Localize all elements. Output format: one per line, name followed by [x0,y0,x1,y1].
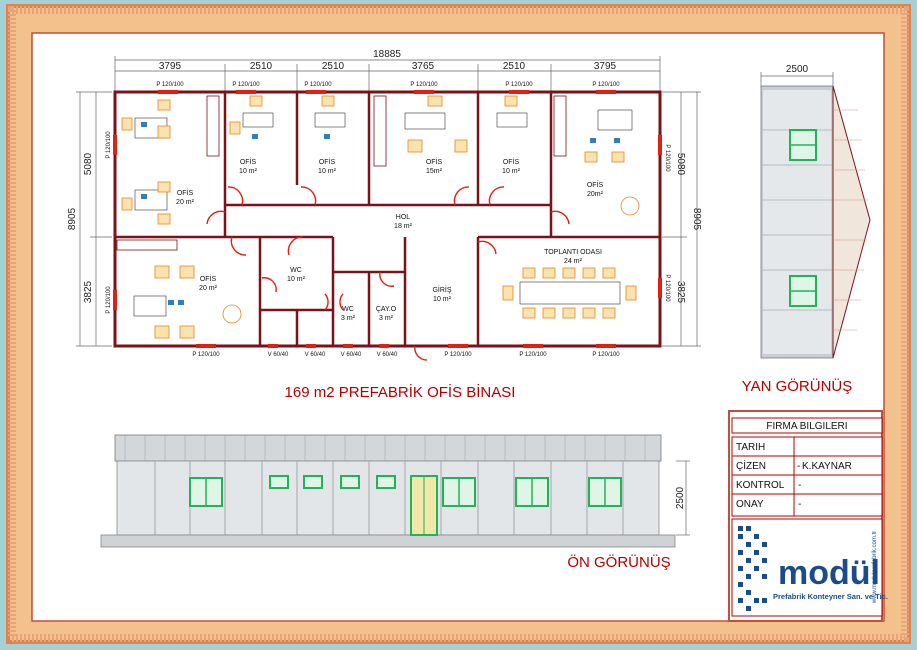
dim-seg-6: 3795 [594,61,617,72]
window-label-top-3: P 120/100 [304,82,332,88]
side-view-width: 2500 [786,64,809,75]
window-label-bottom-v3: V 60/40 [341,352,362,358]
front-view-label: ÖN GÖRÜNÜŞ [567,553,670,571]
room-hol-area: 18 m² [394,223,413,230]
dim-depth-right: 8905 [691,208,702,231]
furniture [121,95,640,339]
dim-seg-2: 2510 [250,61,273,72]
dim-seg-3: 2510 [322,61,345,72]
logo-subtitle: Prefabrik Konteyner San. ve Tic. [773,592,888,601]
room-ofis-6-area: 20m² [587,191,604,198]
doors [206,186,570,361]
dim-overall: 18885 [373,49,401,60]
dim-seg-4: 3765 [412,61,435,72]
window-label-top-6: P 120/100 [592,82,620,88]
room-giris-area: 10 m² [433,296,452,303]
room-ofis-1-label: OFİS [177,188,194,197]
room-ofis-2-area: 10 m² [239,168,258,175]
window-label-top-2: P 120/100 [232,82,260,88]
tb-cizen-dash: - [797,461,800,472]
front-view-height: 2500 [675,486,686,509]
tb-cizen-label: ÇİZEN [736,459,766,472]
room-toplanti-area: 24 m² [564,258,583,265]
room-ofis-6-label: OFİS [587,180,604,189]
window-label-top-4: P 120/100 [410,82,438,88]
front-view [100,434,690,548]
room-toplanti-label: TOPLANTI ODASI [544,249,602,256]
window-label-bottom-v2: V 60/40 [305,352,326,358]
room-wc-2-area: 3 m² [341,315,356,322]
top-dimensions [114,56,661,92]
window-label-left-2: P 120/100 [106,286,112,314]
room-cay-area: 3 m² [379,315,394,322]
partition-cabinets [116,95,567,251]
frame-hatch [8,6,909,642]
logo-site: www.modulprefabrik.com.tr [872,531,878,604]
room-cay-label: ÇAY.O [376,306,397,313]
window-label-bottom-3: P 120/100 [519,352,547,358]
room-wc-1-area: 10 m² [287,276,306,283]
room-ofis-5-label: OFİS [503,157,520,166]
room-wc-2-label: WC [342,306,354,313]
room-giris-label: GİRİŞ [432,285,451,294]
room-ofis-7-label: OFİS [200,274,217,283]
dim-seg-5: 2510 [503,61,526,72]
side-dimensions [76,91,701,347]
drawing-title: 169 m2 PREFABRİK OFİS BİNASI [285,383,516,401]
room-ofis-1-area: 20 m² [176,199,195,206]
room-ofis-4-area: 15m² [426,168,443,175]
dim-depth-bottom-right: 3825 [675,281,686,304]
dim-depth-top-right: 5080 [675,153,686,176]
window-label-bottom-2: P 120/100 [444,352,472,358]
window-label-top-5: P 120/100 [505,82,533,88]
window-label-bottom-v4: V 60/40 [377,352,398,358]
logo-wordmark: modül [778,554,880,592]
side-view-label: YAN GÖRÜNÜŞ [742,377,853,395]
room-ofis-4-label: OFİS [426,157,443,166]
title-block [728,410,883,622]
tb-kontrol-value: - [798,480,801,491]
window-label-bottom-1: P 120/100 [192,352,220,358]
tb-kontrol-label: KONTROL [736,480,785,491]
window-label-left-1: P 120/100 [106,131,112,159]
window-label-right-2: P 120/100 [664,274,670,302]
window-label-right-1: P 120/100 [664,144,670,172]
tb-onay-value: - [798,499,801,510]
side-view [760,72,871,359]
room-ofis-5-area: 10 m² [502,168,521,175]
room-ofis-3-label: OFİS [319,157,336,166]
tb-cizen-value: K.KAYNAR [802,461,852,472]
window-label-top-1: P 120/100 [156,82,184,88]
dim-depth-top-left: 5080 [83,152,94,175]
room-ofis-2-label: OFİS [240,157,257,166]
dim-depth-left: 8905 [67,207,78,230]
dim-seg-1: 3795 [159,61,182,72]
tb-onay-label: ONAY [736,499,764,510]
room-ofis-3-area: 10 m² [318,168,337,175]
window-markers [113,90,662,348]
window-label-bottom-v1: V 60/40 [268,352,289,358]
room-wc-1-label: WC [290,267,302,274]
room-ofis-7-area: 20 m² [199,285,218,292]
dim-depth-bottom-left: 3825 [83,280,94,303]
title-block-heading: FIRMA BILGILERI [766,421,847,432]
tb-tarih-label: TARIH [736,442,765,453]
room-hol-label: HOL [396,214,411,221]
window-label-bottom-4: P 120/100 [592,352,620,358]
